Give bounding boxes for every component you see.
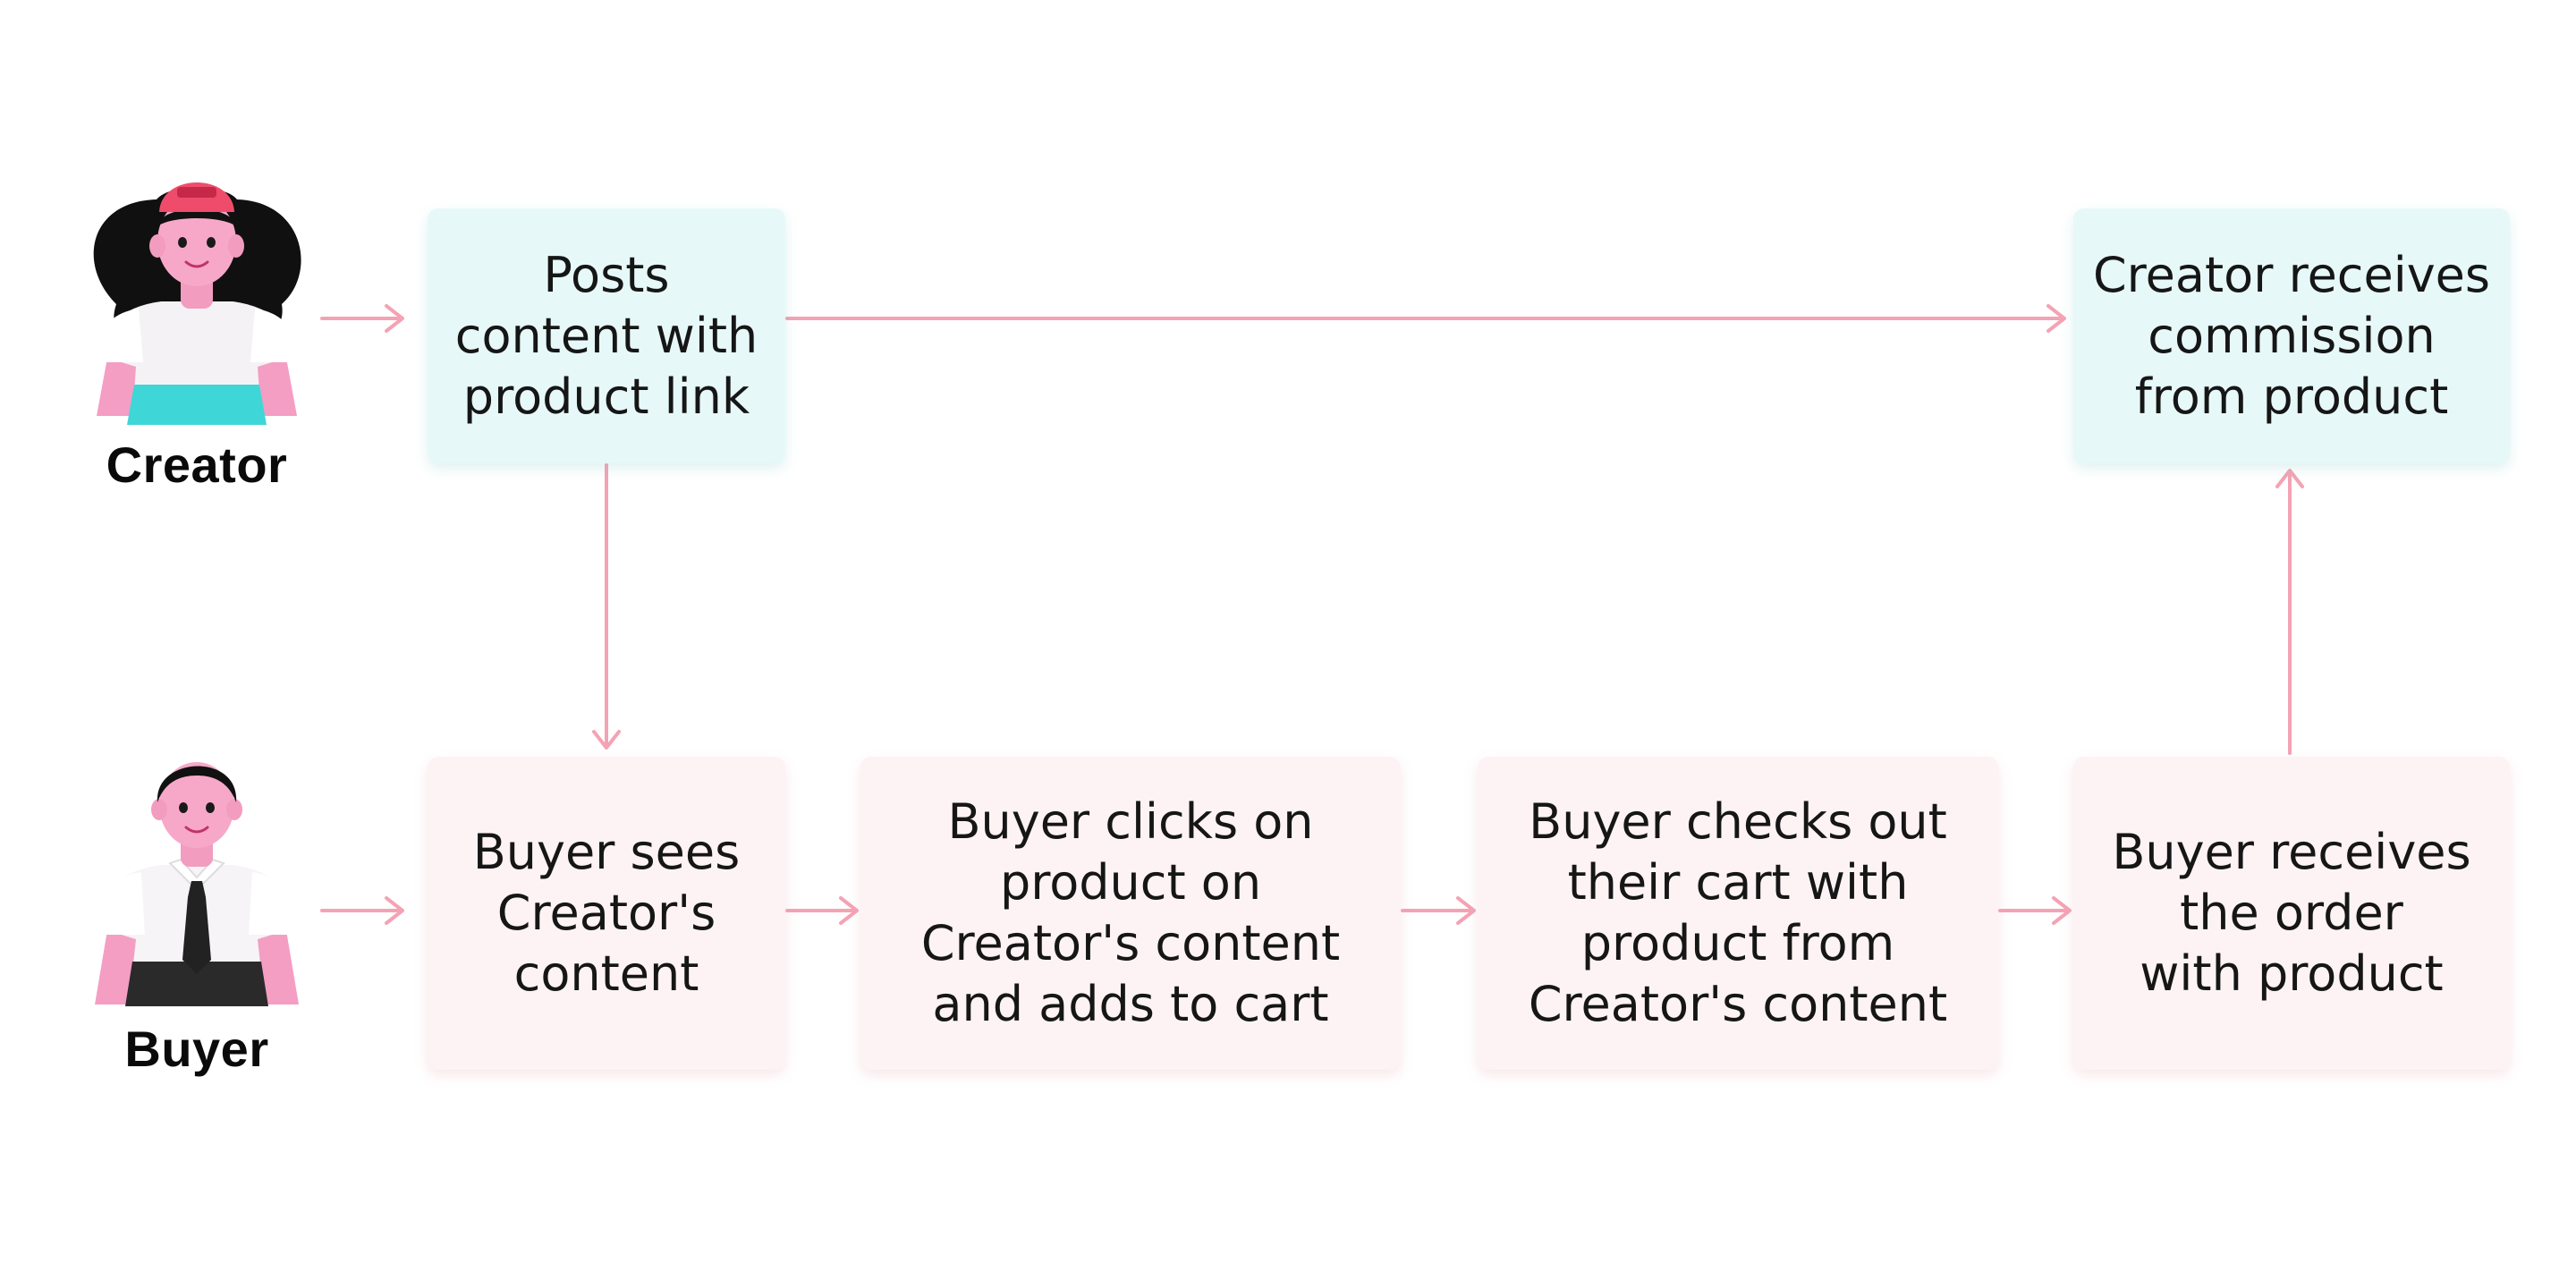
arrow-clicks-to-checkout	[1401, 896, 1476, 925]
creator-label: Creator	[106, 437, 288, 493]
step-buyer-sees-text: Buyer sees Creator's content	[472, 824, 741, 1002]
arrow-posts-to-commission	[785, 304, 2066, 333]
step-buyer-clicks-text: Buyer clicks on product on Creator's con…	[920, 793, 1341, 1032]
step-creator-posts-text: Posts content with product link	[454, 246, 758, 425]
buyer-actor: Buyer	[72, 720, 322, 1096]
creator-actor: Creator	[72, 148, 322, 505]
step-buyer-sees: Buyer sees Creator's content	[428, 757, 785, 1070]
arrow-checkout-to-receives	[1998, 896, 2072, 925]
step-buyer-clicks: Buyer clicks on product on Creator's con…	[860, 757, 1401, 1070]
buyer-avatar-icon	[95, 762, 299, 1006]
step-creator-commission: Creator receives commission from product	[2073, 208, 2510, 463]
arrow-sees-to-clicks	[785, 896, 859, 925]
creator-avatar-icon	[93, 182, 301, 425]
step-buyer-receives: Buyer receives the order with product	[2073, 757, 2510, 1070]
arrow-receives-to-commission	[2275, 469, 2304, 755]
step-creator-commission-text: Creator receives commission from product	[2092, 246, 2491, 425]
arrow-posts-to-buyer-sees	[592, 463, 621, 750]
step-buyer-checks-out-text: Buyer checks out their cart with product…	[1528, 793, 1948, 1032]
arrow-buyer-to-sees	[320, 896, 404, 925]
step-buyer-receives-text: Buyer receives the order with product	[2112, 824, 2471, 1002]
step-buyer-checks-out: Buyer checks out their cart with product…	[1478, 757, 1998, 1070]
step-creator-posts: Posts content with product link	[428, 208, 785, 463]
buyer-label: Buyer	[124, 1021, 269, 1077]
arrow-creator-to-posts	[320, 304, 404, 333]
